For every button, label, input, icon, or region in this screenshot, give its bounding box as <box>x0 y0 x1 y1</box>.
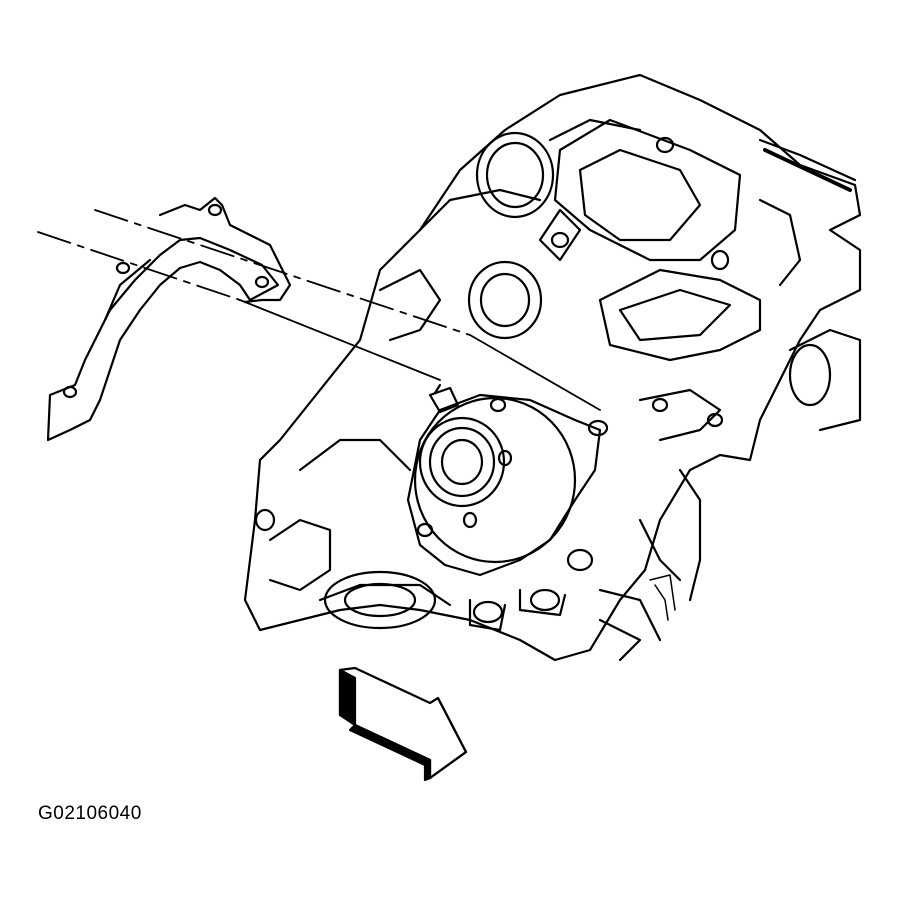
arrow-icon <box>338 666 468 782</box>
figure-id-label: G02106040 <box>38 803 142 824</box>
crankshaft-rear-seal-housing <box>406 383 609 577</box>
alignment-lines <box>37 209 601 411</box>
engine-block <box>243 73 862 662</box>
rear-main-seal-gasket <box>46 196 292 442</box>
